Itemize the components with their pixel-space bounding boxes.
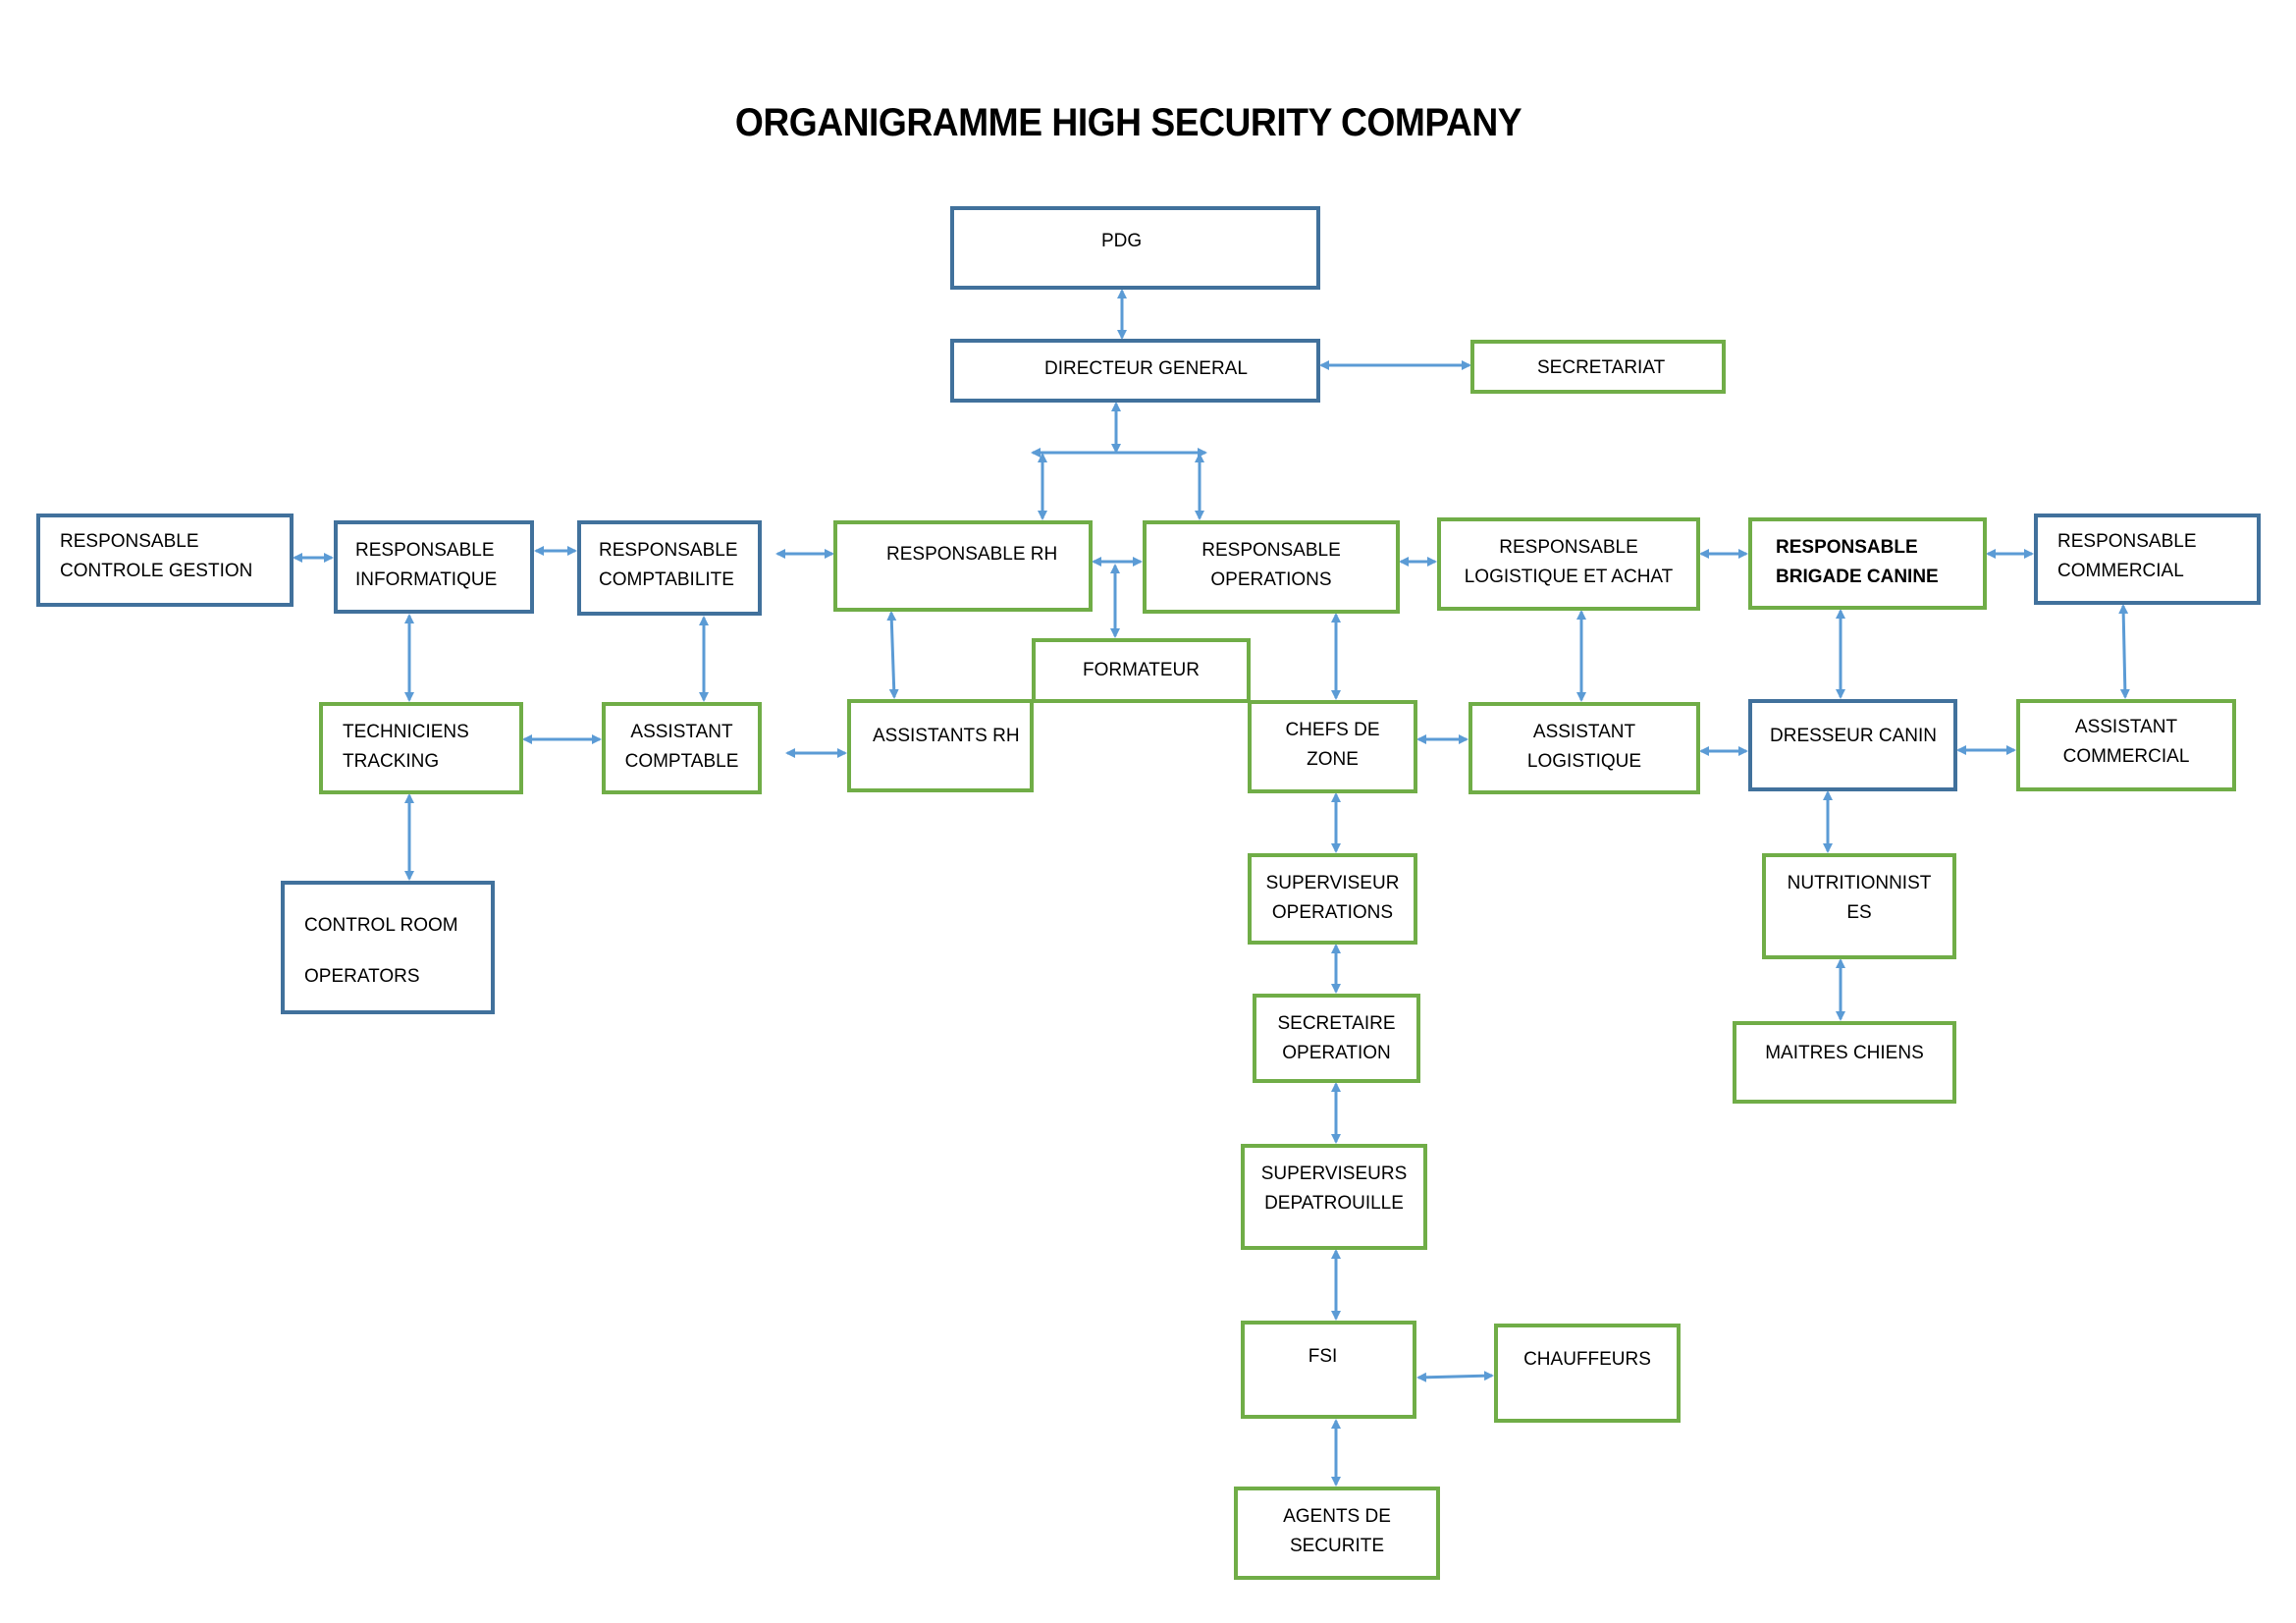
node-label: RESPONSABLE LOGISTIQUE ET ACHAT bbox=[1464, 537, 1674, 587]
node-responsable-informatique[interactable]: RESPONSABLE INFORMATIQUE bbox=[334, 520, 534, 614]
node-label: PDG bbox=[1101, 231, 1143, 251]
node-fsi[interactable]: FSI bbox=[1241, 1321, 1416, 1419]
node-label: NUTRITIONNIST ES bbox=[1787, 873, 1932, 923]
node-secretaire-operation[interactable]: SECRETAIRE OPERATION bbox=[1253, 994, 1420, 1083]
node-label: FORMATEUR bbox=[1083, 660, 1200, 680]
node-responsable-controle-gestion[interactable]: RESPONSABLE CONTROLE GESTION bbox=[36, 514, 294, 607]
node-superviseur-operations[interactable]: SUPERVISEUR OPERATIONS bbox=[1248, 853, 1417, 945]
node-dresseur-canin[interactable]: DRESSEUR CANIN bbox=[1748, 699, 1957, 791]
node-responsable-commercial[interactable]: RESPONSABLE COMMERCIAL bbox=[2034, 514, 2261, 605]
node-label: FSI bbox=[1308, 1346, 1338, 1367]
node-label: RESPONSABLE INFORMATIQUE bbox=[355, 540, 498, 590]
node-superviseurs-patrouille[interactable]: SUPERVISEURS DEPATROUILLE bbox=[1241, 1144, 1427, 1250]
node-assistants-rh[interactable]: ASSISTANTS RH bbox=[847, 699, 1034, 792]
node-responsable-comptabilite[interactable]: RESPONSABLE COMPTABILITE bbox=[577, 520, 762, 616]
node-label: RESPONSABLE RH bbox=[886, 544, 1058, 565]
node-label: RESPONSABLE BRIGADE CANINE bbox=[1776, 537, 1939, 587]
node-responsable-operations[interactable]: RESPONSABLE OPERATIONS bbox=[1143, 520, 1400, 614]
node-label: RESPONSABLE COMPTABILITE bbox=[599, 540, 738, 590]
connector-rh-arh bbox=[886, 611, 899, 699]
node-techniciens-tracking[interactable]: TECHNICIENS TRACKING bbox=[319, 702, 523, 794]
node-formateur[interactable]: FORMATEUR bbox=[1032, 638, 1251, 703]
node-label: ASSISTANT LOGISTIQUE bbox=[1526, 722, 1642, 772]
node-control-room-operators[interactable]: CONTROL ROOM OPERATORS bbox=[281, 881, 495, 1014]
node-label: SECRETAIRE OPERATION bbox=[1277, 1013, 1396, 1063]
chart-title: ORGANIGRAMME HIGH SECURITY COMPANY bbox=[734, 101, 1522, 144]
node-label: SECRETARIAT bbox=[1537, 357, 1666, 378]
node-directeur-general[interactable]: DIRECTEUR GENERAL bbox=[950, 339, 1320, 403]
node-label: DIRECTEUR GENERAL bbox=[1044, 358, 1248, 379]
node-label: CONTROL ROOM OPERATORS bbox=[304, 915, 458, 987]
node-label: RESPONSABLE OPERATIONS bbox=[1201, 540, 1341, 590]
node-label: ASSISTANTS RH bbox=[873, 726, 1020, 746]
node-assistant-commercial[interactable]: ASSISTANT COMMERCIAL bbox=[2016, 699, 2236, 791]
node-secretariat[interactable]: SECRETARIAT bbox=[1470, 340, 1726, 394]
connector-fsi-chauf bbox=[1416, 1371, 1494, 1382]
node-assistant-comptable[interactable]: ASSISTANT COMPTABLE bbox=[602, 702, 762, 794]
node-label: SUPERVISEUR OPERATIONS bbox=[1265, 873, 1400, 923]
node-chefs-de-zone[interactable]: CHEFS DE ZONE bbox=[1248, 700, 1417, 793]
node-label: AGENTS DE SECURITE bbox=[1283, 1506, 1391, 1556]
node-label: ASSISTANT COMPTABLE bbox=[624, 722, 739, 772]
node-label: MAITRES CHIENS bbox=[1765, 1043, 1924, 1063]
node-pdg[interactable]: PDG bbox=[950, 206, 1320, 290]
node-chauffeurs[interactable]: CHAUFFEURS bbox=[1494, 1324, 1681, 1423]
node-label: RESPONSABLE CONTROLE GESTION bbox=[60, 531, 253, 581]
node-label: DRESSEUR CANIN bbox=[1770, 726, 1937, 746]
node-maitres-chiens[interactable]: MAITRES CHIENS bbox=[1733, 1021, 1956, 1104]
node-label: TECHNICIENS TRACKING bbox=[343, 722, 469, 772]
node-agents-de-securite[interactable]: AGENTS DE SECURITE bbox=[1234, 1487, 1440, 1580]
connector-com-acom bbox=[2118, 604, 2130, 699]
node-label: RESPONSABLE COMMERCIAL bbox=[2057, 531, 2197, 581]
node-responsable-logistique-achat[interactable]: RESPONSABLE LOGISTIQUE ET ACHAT bbox=[1437, 517, 1700, 611]
node-responsable-rh[interactable]: RESPONSABLE RH bbox=[833, 520, 1093, 612]
node-nutritionnistes[interactable]: NUTRITIONNIST ES bbox=[1762, 853, 1956, 959]
node-label: SUPERVISEURS DEPATROUILLE bbox=[1260, 1163, 1408, 1214]
node-responsable-brigade-canine[interactable]: RESPONSABLE BRIGADE CANINE bbox=[1748, 517, 1987, 610]
node-assistant-logistique[interactable]: ASSISTANT LOGISTIQUE bbox=[1468, 702, 1700, 794]
node-label: CHEFS DE ZONE bbox=[1285, 720, 1380, 770]
node-label: CHAUFFEURS bbox=[1523, 1349, 1651, 1370]
node-label: ASSISTANT COMMERCIAL bbox=[2062, 717, 2190, 767]
